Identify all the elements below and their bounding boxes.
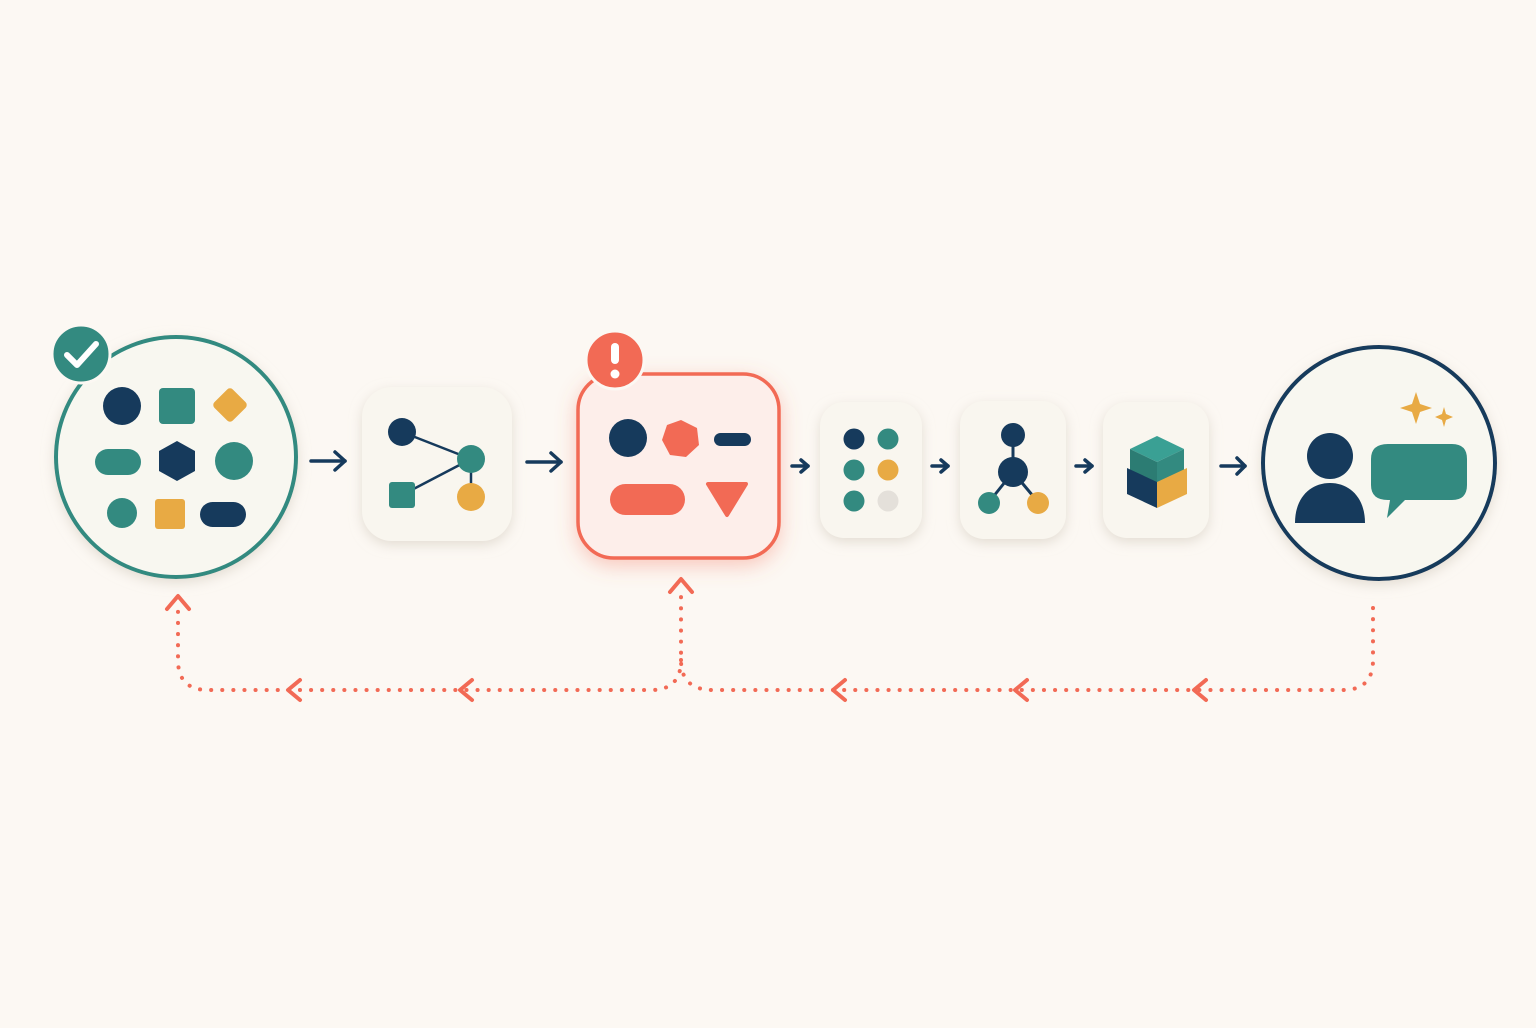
node-source xyxy=(50,323,298,579)
hub-network-icon xyxy=(978,423,1049,514)
node-hub xyxy=(960,401,1066,539)
sparkle-icon xyxy=(1400,392,1453,427)
cube-package-icon xyxy=(1127,436,1187,508)
arrow-source-to-graph xyxy=(309,450,347,472)
node-cube xyxy=(1103,402,1209,538)
node-graph-icon xyxy=(388,418,485,511)
feedback-edges xyxy=(165,577,1375,702)
arrowhead-left-3 xyxy=(831,678,847,702)
shape-components-icon xyxy=(609,419,751,517)
checkmark-badge-icon xyxy=(50,323,112,385)
feedback-path-user-to-process xyxy=(679,588,1375,692)
arrow-grid-to-hub xyxy=(930,458,950,474)
arrowhead-up-process xyxy=(668,577,694,594)
user-chat-icon xyxy=(1295,433,1467,523)
node-user xyxy=(1261,345,1497,581)
exclamation-badge-icon xyxy=(584,329,646,391)
graph-card xyxy=(362,387,512,541)
arrowhead-left-2 xyxy=(1013,678,1029,702)
feedback-path-process-to-source xyxy=(176,608,683,692)
node-graph xyxy=(362,387,512,541)
arrow-hub-to-cube xyxy=(1074,458,1094,474)
arrowhead-left-5 xyxy=(286,678,302,702)
arrowhead-left-4 xyxy=(458,678,474,702)
component-library-icon xyxy=(95,387,253,529)
dot-grid-icon xyxy=(843,428,899,512)
grid-card xyxy=(820,402,922,538)
node-process xyxy=(576,329,781,560)
arrow-cube-to-user xyxy=(1219,456,1247,476)
arrowhead-left-1 xyxy=(1192,678,1208,702)
node-grid xyxy=(820,402,922,538)
arrow-process-to-grid xyxy=(790,458,810,474)
forward-edges xyxy=(309,450,1247,476)
arrow-graph-to-process xyxy=(525,451,563,473)
process-card xyxy=(576,372,781,560)
arrowhead-up-source xyxy=(165,594,191,611)
